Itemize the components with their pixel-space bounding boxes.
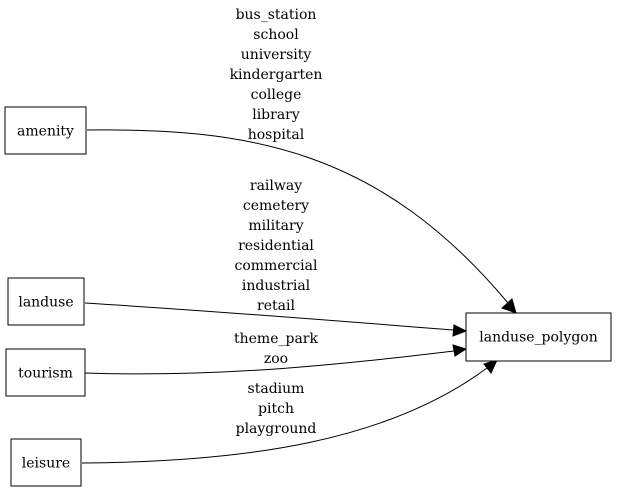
node-landuse-polygon-box <box>465 312 612 362</box>
edge-label-tourism-0: theme_park <box>234 331 318 347</box>
node-tourism: tourism <box>5 348 86 397</box>
edge-label-landuse-4: commercial <box>235 258 318 274</box>
node-landuse: landuse <box>7 277 85 326</box>
node-landuse-polygon-label: landuse_polygon <box>479 330 597 346</box>
edge-label-landuse-5: industrial <box>242 278 311 294</box>
edge-label-landuse-2: military <box>248 218 303 234</box>
node-leisure-box <box>10 438 82 487</box>
edge-label-amenity-6: hospital <box>248 127 305 143</box>
edge-label-landuse-0: railway <box>250 178 302 194</box>
node-amenity: amenity <box>4 106 87 155</box>
edge-label-amenity-3: kindergarten <box>230 67 323 83</box>
node-tourism-label: tourism <box>18 366 73 382</box>
edge-tourism-to-landuse-polygon <box>84 350 455 375</box>
edge-amenity-to-landuse-polygon <box>86 129 509 304</box>
edge-labels-leisure: stadium pitch playground <box>236 381 317 437</box>
edge-labels-landuse: railway cemetery military residential commer… <box>235 178 318 314</box>
edge-label-amenity-5: library <box>252 107 300 123</box>
node-leisure: leisure <box>10 438 82 487</box>
edge-label-landuse-6: retail <box>257 298 295 314</box>
edge-label-landuse-3: residential <box>238 238 314 254</box>
arrowhead-amenity <box>501 298 517 314</box>
node-landuse-box <box>7 277 85 326</box>
edge-label-amenity-4: college <box>251 87 302 103</box>
edge-label-leisure-1: pitch <box>258 401 294 417</box>
arrowhead-landuse <box>452 324 468 337</box>
edge-label-leisure-0: stadium <box>248 381 305 397</box>
edge-label-tourism-1: zoo <box>264 351 288 367</box>
arrowhead-tourism <box>452 344 468 357</box>
node-leisure-label: leisure <box>22 456 70 472</box>
node-landuse-label: landuse <box>18 295 73 311</box>
edge-label-amenity-1: school <box>253 27 299 43</box>
edge-leisure-to-landuse-polygon <box>81 367 488 464</box>
node-amenity-label: amenity <box>17 124 74 140</box>
edge-label-amenity-0: bus_station <box>236 7 317 23</box>
edge-label-leisure-2: playground <box>236 421 317 437</box>
node-landuse-polygon: landuse_polygon <box>465 312 612 362</box>
edge-landuse-to-landuse-polygon <box>84 302 455 331</box>
edge-label-amenity-2: university <box>241 47 312 63</box>
node-tourism-box <box>5 348 86 397</box>
node-amenity-box <box>4 106 87 155</box>
edge-label-landuse-1: cemetery <box>243 198 309 214</box>
arrowhead-leisure <box>483 359 498 374</box>
